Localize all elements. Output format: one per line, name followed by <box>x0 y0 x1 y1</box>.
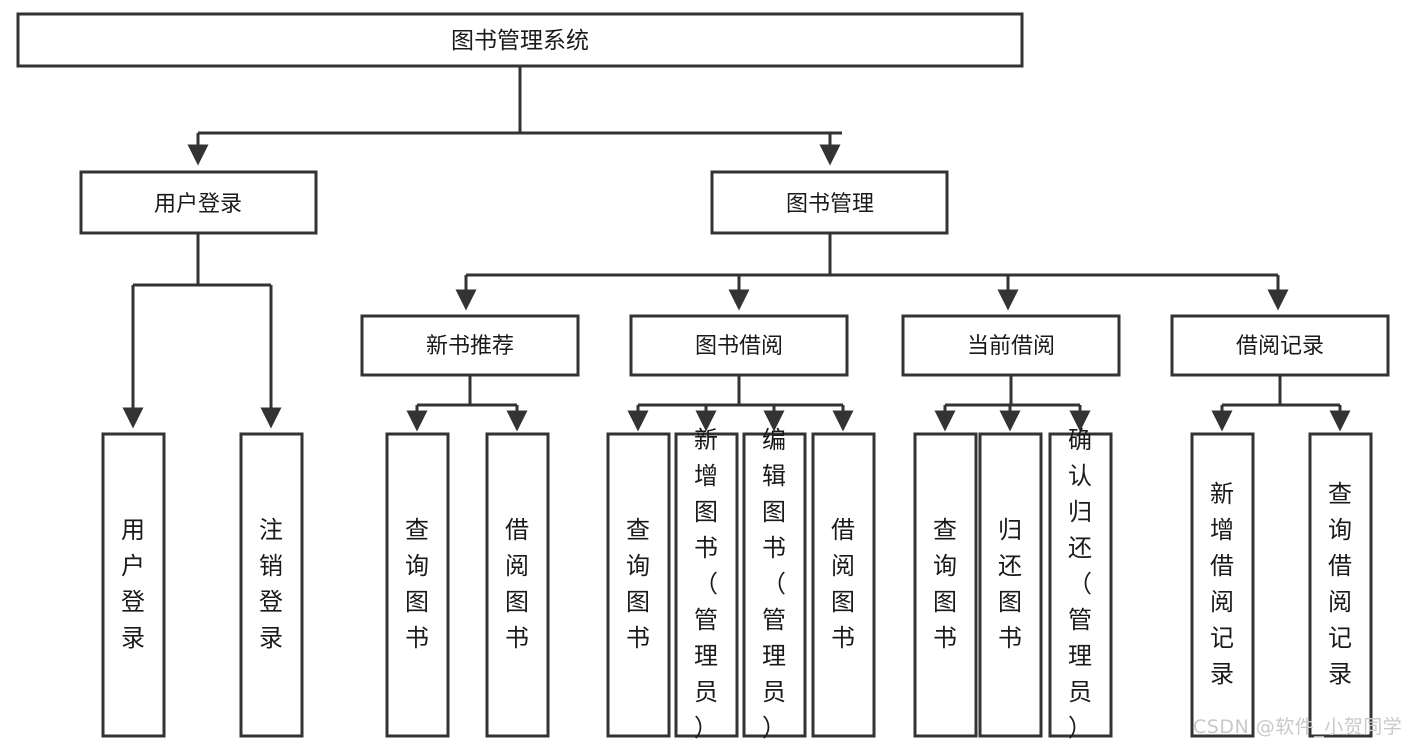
node-root[interactable]: 图书管理系统 <box>16 12 1024 68</box>
leaf-label: 查询图书 <box>933 516 957 652</box>
leaf-book-borrow-query[interactable]: 查询图书 <box>606 432 671 738</box>
node-user-login-label: 用户登录 <box>154 192 242 217</box>
node-book-management[interactable]: 图书管理 <box>710 170 949 235</box>
node-current-borrow-label: 当前借阅 <box>967 334 1055 359</box>
leaf-user-login-login[interactable]: 用户登录 <box>101 432 166 738</box>
leaf-borrow-record-add[interactable]: 新增借阅记录 <box>1190 432 1255 738</box>
node-book-management-label: 图书管理 <box>786 192 874 217</box>
leaf-current-borrow-return[interactable]: 归还图书 <box>978 432 1043 738</box>
leaf-borrow-record-query[interactable]: 查询借阅记录 <box>1308 432 1373 738</box>
leaf-book-borrow-borrow[interactable]: 借阅图书 <box>811 432 876 738</box>
node-new-book-recommend[interactable]: 新书推荐 <box>360 314 580 377</box>
leaf-new-book-query[interactable]: 查询图书 <box>385 432 450 738</box>
leaf-user-login-logout[interactable]: 注销登录 <box>239 432 304 738</box>
connector-user-login-to-leaves <box>122 233 282 429</box>
leaf-label: 新增借阅记录 <box>1210 480 1234 688</box>
connector-current-borrow-to-leaves <box>934 375 1091 432</box>
connector-book-borrow-to-leaves <box>627 375 854 432</box>
connector-book-manage-to-level3 <box>455 233 1289 311</box>
leaf-label: 归还图书 <box>998 516 1022 652</box>
leaf-current-borrow-confirm[interactable]: 确认归还（管理员） <box>1048 426 1113 742</box>
leaf-label: 借阅图书 <box>505 516 529 652</box>
leaf-label: 查询图书 <box>626 516 650 652</box>
connector-borrow-record-to-leaves <box>1211 375 1351 432</box>
connector-root-to-level2 <box>187 66 842 166</box>
leaf-current-borrow-query[interactable]: 查询图书 <box>913 432 978 738</box>
leaf-book-borrow-edit[interactable]: 编辑图书（管理员） <box>742 426 807 742</box>
node-borrow-record-label: 借阅记录 <box>1236 334 1324 359</box>
leaf-label: 用户登录 <box>121 516 145 652</box>
node-root-label: 图书管理系统 <box>451 28 589 54</box>
csdn-watermark: CSDN @软件_小贺同学 <box>1193 716 1403 738</box>
leaf-label: 借阅图书 <box>831 516 855 652</box>
node-new-book-recommend-label: 新书推荐 <box>426 334 514 359</box>
leaf-label: 查询借阅记录 <box>1328 480 1352 688</box>
node-current-borrow[interactable]: 当前借阅 <box>901 314 1121 377</box>
leaf-label: 注销登录 <box>259 516 283 652</box>
leaf-label: 确认归还（管理员） <box>1068 426 1092 742</box>
connector-new-book-to-leaves <box>406 375 528 432</box>
leaf-label: 编辑图书（管理员） <box>762 426 786 742</box>
node-user-login[interactable]: 用户登录 <box>79 170 318 235</box>
node-borrow-record[interactable]: 借阅记录 <box>1170 314 1390 377</box>
node-book-borrow[interactable]: 图书借阅 <box>629 314 849 377</box>
leaf-label: 查询图书 <box>405 516 429 652</box>
leaf-label: 新增图书（管理员） <box>694 426 718 742</box>
leaf-new-book-borrow[interactable]: 借阅图书 <box>485 432 550 738</box>
leaf-book-borrow-add[interactable]: 新增图书（管理员） <box>674 426 739 742</box>
node-book-borrow-label: 图书借阅 <box>695 334 783 359</box>
